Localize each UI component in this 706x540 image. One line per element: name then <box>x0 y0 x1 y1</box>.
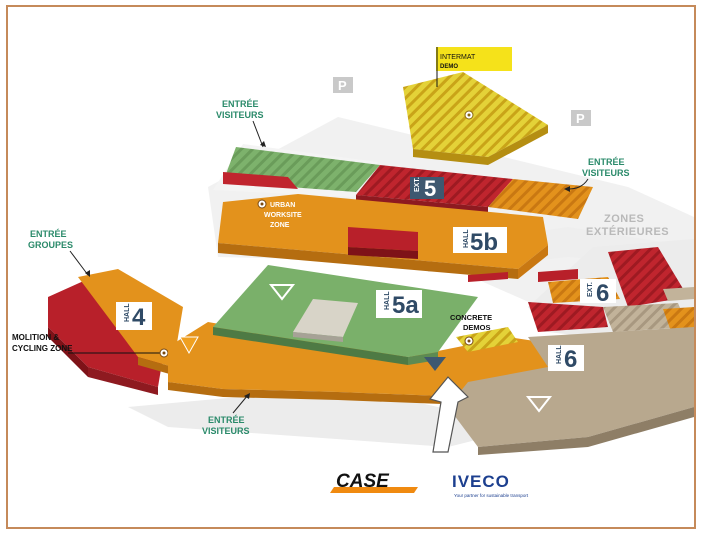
hall-6-number: 6 <box>564 346 577 373</box>
svg-text:EXTÉRIEURES: EXTÉRIEURES <box>586 225 669 238</box>
svg-text:HALL: HALL <box>463 229 470 248</box>
entrance-top-right: ENTRÉE VISITEURS <box>564 157 630 192</box>
hall-6 <box>448 327 694 455</box>
hall-5a-label: HALL 5a <box>376 290 422 319</box>
iveco-wordmark: IVECO <box>452 472 510 491</box>
hall-4 <box>48 269 183 395</box>
ext6-number: 6 <box>596 280 609 307</box>
svg-text:Your partner for sustainable t: Your partner for sustainable transport <box>454 493 529 498</box>
intermat-demo-area <box>403 72 548 165</box>
entrance-markers <box>179 284 553 413</box>
svg-text:ZONES: ZONES <box>604 213 644 225</box>
ext5-number: 5 <box>424 176 436 201</box>
intermat-title: INTERMAT <box>440 54 476 61</box>
concrete-demos-area: CONCRETE DEMOS <box>450 313 518 352</box>
map-frame: INTERMAT DEMO P P EXT. 5 URBAN WORKSITE <box>6 5 696 529</box>
parking-icon: P <box>576 111 585 126</box>
entrance-bottom: ENTRÉE VISITEURS <box>202 393 250 436</box>
main-entrance-arrow <box>428 376 470 453</box>
iveco-logo: IVECO Your partner for sustainable trans… <box>452 472 529 498</box>
svg-text:ENTRÉE: ENTRÉE <box>588 157 625 167</box>
svg-text:HALL: HALL <box>124 303 131 322</box>
case-logo: CASE CONSTRUCTION <box>330 471 418 501</box>
svg-text:HALL: HALL <box>384 291 391 310</box>
svg-text:HALL: HALL <box>556 345 563 364</box>
intermat-banner: INTERMAT DEMO <box>436 47 512 87</box>
svg-text:EXT.: EXT. <box>414 177 421 192</box>
svg-text:VISITEURS: VISITEURS <box>216 110 264 120</box>
hall-4-label: HALL 4 <box>116 302 152 331</box>
intermat-subtitle: DEMO <box>440 64 458 70</box>
demolition-zone-label: MOLITION & CYCLING ZONE <box>12 333 169 358</box>
entrance-top-left: ENTRÉE VISITEURS <box>216 99 266 148</box>
svg-text:ENTRÉE: ENTRÉE <box>30 229 67 239</box>
hall-5b-label: HALL 5b <box>453 227 507 256</box>
svg-text:MOLITION &: MOLITION & <box>12 333 59 342</box>
parking-right: P <box>571 110 591 126</box>
svg-text:ENTRÉE: ENTRÉE <box>222 99 259 109</box>
svg-text:EXT.: EXT. <box>587 282 594 297</box>
hall-5a <box>213 265 478 365</box>
hall-4-number: 4 <box>132 304 146 331</box>
entrance-groupes: ENTRÉE GROUPES <box>28 229 90 277</box>
svg-text:GROUPES: GROUPES <box>28 240 73 250</box>
case-wordmark: CASE <box>336 471 390 492</box>
venue-map: INTERMAT DEMO P P EXT. 5 URBAN WORKSITE <box>12 47 694 501</box>
parking-left: P <box>333 77 353 93</box>
svg-text:CONCRETE: CONCRETE <box>450 313 492 322</box>
svg-text:URBAN: URBAN <box>270 202 295 209</box>
ext6-label: EXT. 6 <box>580 279 616 307</box>
svg-text:DEMOS: DEMOS <box>463 323 491 332</box>
svg-text:CYCLING ZONE: CYCLING ZONE <box>12 344 73 353</box>
svg-text:ENTRÉE: ENTRÉE <box>208 415 245 425</box>
urban-worksite-label: URBAN WORKSITE ZONE <box>257 199 302 229</box>
svg-text:ZONE: ZONE <box>270 222 290 229</box>
parking-icon: P <box>338 78 347 93</box>
svg-text:CONSTRUCTION: CONSTRUCTION <box>358 495 399 501</box>
svg-text:VISITEURS: VISITEURS <box>582 168 630 178</box>
hall-6-label: HALL 6 <box>548 345 584 373</box>
zones-exterieures-label: ZONES EXTÉRIEURES <box>586 213 669 238</box>
hall-5a-number: 5a <box>392 292 419 319</box>
hall-5b-number: 5b <box>470 229 498 256</box>
svg-text:WORKSITE: WORKSITE <box>264 212 302 219</box>
svg-text:VISITEURS: VISITEURS <box>202 426 250 436</box>
ext5-label: EXT. 5 <box>410 176 444 201</box>
